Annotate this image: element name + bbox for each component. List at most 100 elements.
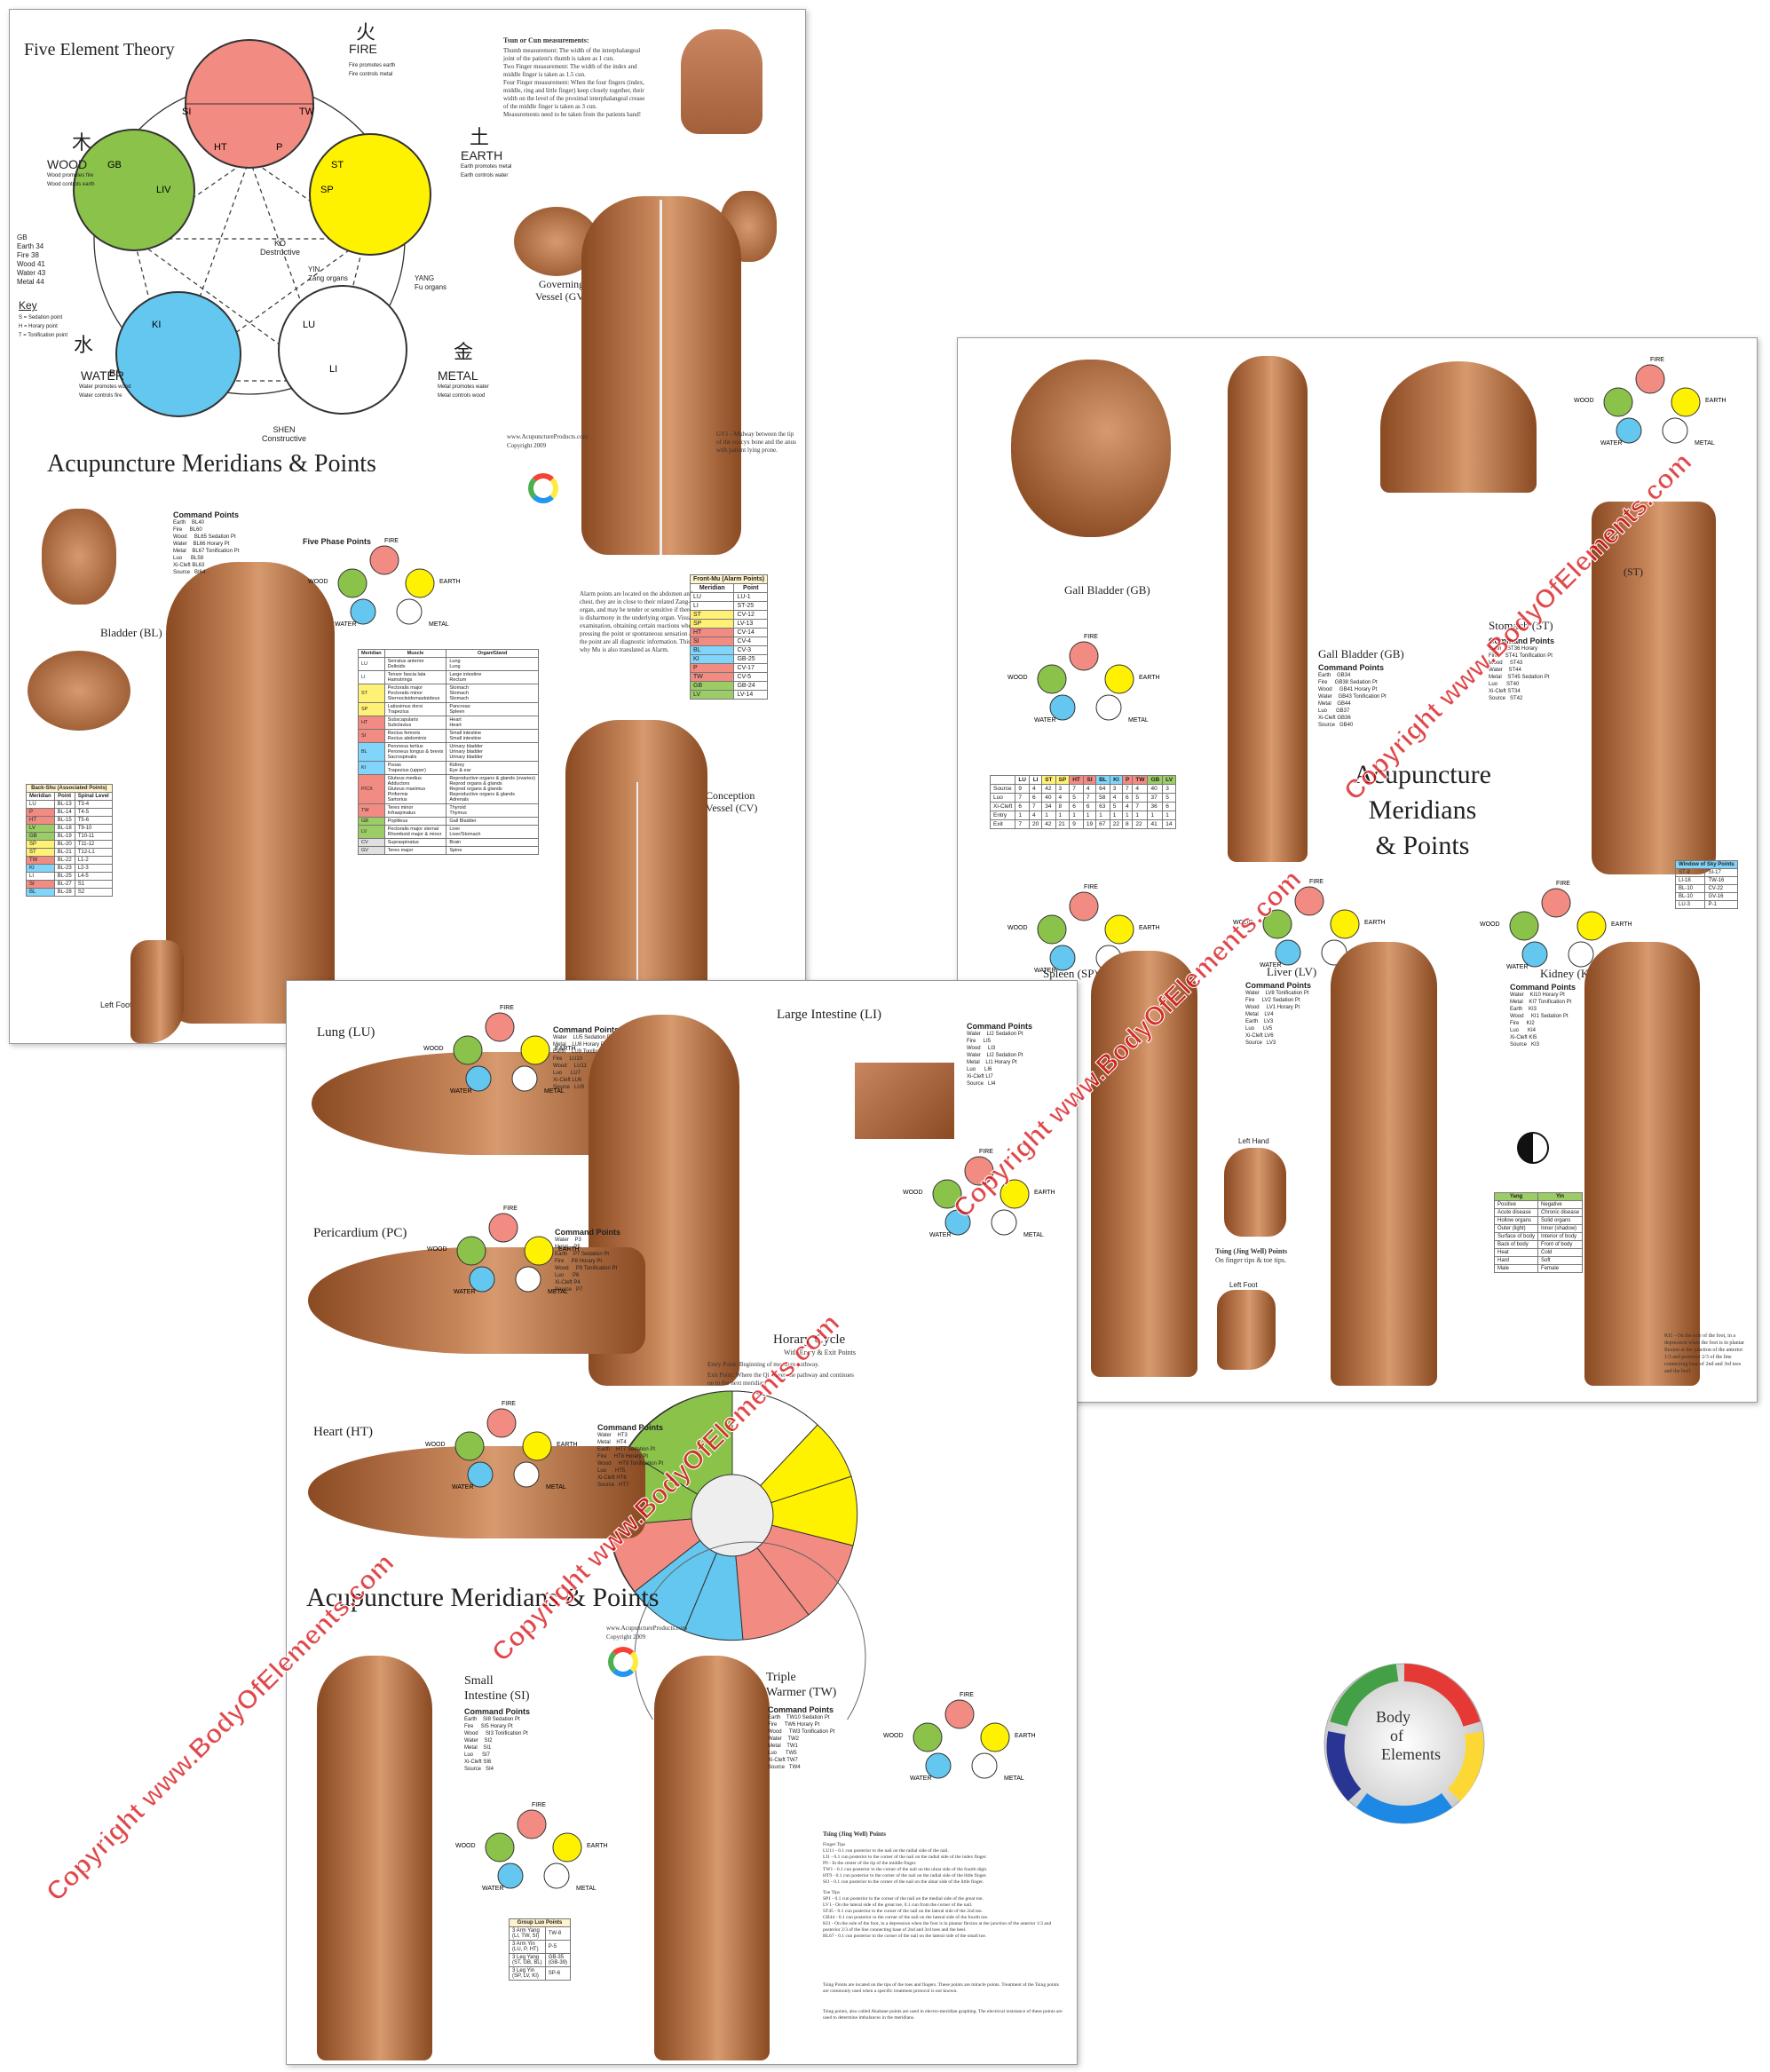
backshu-cell: L2-3 (74, 864, 113, 873)
poster-a-title: Acupuncture Meridians & Points (47, 450, 376, 478)
st-command-title: Command Points (1489, 637, 1555, 645)
five-phase-wood-label: WOOD (423, 1046, 444, 1052)
shen-label: SHEN Constructive (262, 425, 307, 443)
muscle-cell: LV (358, 825, 385, 839)
backshu-cell: SP (26, 840, 55, 849)
logo-text: Body of Elements (1376, 1708, 1441, 1764)
five-phase-fire-label: FIRE (384, 538, 399, 544)
water-circle (115, 291, 241, 417)
p-label: P (276, 142, 282, 153)
earth-name: EARTH (461, 148, 503, 162)
special-header-cell: SI (1082, 775, 1097, 785)
water-char: 水 (74, 334, 94, 356)
special-cell: 14 (1162, 819, 1177, 829)
special-cell: 21 (1055, 819, 1071, 829)
special-cell: 4 (1028, 811, 1043, 820)
five-phase-earth-label: EARTH (1364, 920, 1386, 926)
muscle-cell: ST (358, 684, 385, 703)
key-title: Key (19, 299, 37, 312)
special-cell: 20 (1028, 819, 1043, 829)
front-mu-cell: ST (689, 610, 735, 620)
backshu-cell: BL-22 (53, 856, 75, 865)
muscle-cell: Serratus anterior Deltoids (383, 657, 447, 671)
metal-name: METAL (438, 368, 478, 383)
special-cell: 1 (1132, 811, 1149, 820)
body-of-elements-logo: Body of Elements (1323, 1662, 1486, 1825)
alarm-note: Alarm points are located on the abdomen … (580, 590, 697, 653)
muscle-cell: GV (358, 846, 385, 855)
special-cell: 58 (1095, 793, 1110, 803)
small-logo-b (608, 1647, 638, 1677)
backshu-cell: T5-6 (74, 816, 113, 825)
window-sky-cell: BL-10 (1674, 884, 1706, 893)
metal-char: 金 (454, 341, 474, 363)
five-phase-fire-label: FIRE (1084, 884, 1098, 890)
special-header-cell: LI (1028, 775, 1043, 785)
pc-command-points: Water P3 Metal P5 Earth P7 Sedation Pt F… (555, 1238, 618, 1293)
yin-yang-cell: Female (1537, 1264, 1584, 1273)
muscle-cell: Rectus femoris Rectus abdominis (383, 729, 447, 743)
muscle-cell: Stomach Stomach Stomach (446, 684, 539, 703)
front-mu-cell: KI (689, 654, 735, 664)
poster-five-element: Five Element Theory SI TW HT P SP ST GB … (9, 9, 806, 1044)
special-cell: 7 (1028, 802, 1043, 811)
lung-label: Lung (LU) (317, 1025, 375, 1040)
left-hand-label: Left Hand (1238, 1137, 1269, 1145)
group-luo-cell: 3 Arm Yin (LU, P, HT) (509, 1940, 546, 1954)
special-header-cell (989, 775, 1016, 785)
muscle-cell: Pectoralis major sternal Rhomboid major … (383, 825, 447, 839)
five-phase-wood-label: WOOD (903, 1190, 923, 1196)
five-phase-metal-label: METAL (429, 621, 449, 628)
pc-arm-image (308, 1247, 645, 1354)
gb-side-figure (1228, 356, 1308, 862)
logo-ring-icon (1324, 1663, 1485, 1824)
five-phase-wood-label: WOOD (308, 579, 328, 585)
group-luo-cell: 3 Leg Yin (SP, LV, KI) (509, 1966, 546, 1981)
five-phase-earth-label: EARTH (1611, 921, 1632, 928)
group-luo-row: 3 Leg Yin (SP, LV, KI)SP-6 (509, 1966, 572, 1981)
special-cell: 4 (1028, 784, 1043, 794)
special-cell: 3 (1109, 784, 1124, 794)
muscle-cell: HT (358, 716, 385, 730)
backshu-cell: BL-25 (53, 872, 75, 881)
logo-word-elements: Elements (1381, 1745, 1441, 1763)
five-phase-metal-label: METAL (1695, 440, 1715, 447)
five-phase-earth-label: EARTH (558, 1246, 580, 1253)
li-face-image (855, 1063, 954, 1139)
muscle-cell: Kidney Eye & ear (446, 761, 539, 775)
wood-name: WOOD (47, 157, 88, 171)
special-cell: 7 (1082, 793, 1097, 803)
bladder-label: Bladder (BL) (100, 626, 162, 639)
st-label: Stomach (ST) (1489, 619, 1553, 632)
li-label: LI (329, 364, 337, 375)
hand-image (681, 29, 763, 134)
special-cell: 4 (1082, 784, 1097, 794)
yang-label: YANG Fu organs (415, 274, 447, 291)
muscle-cell: Pancreas Spleen (446, 702, 539, 716)
special-cell: 1 (1015, 811, 1030, 820)
five-phase-water-label: WATER (1506, 964, 1529, 970)
li-command-title: Command Points (967, 1022, 1033, 1031)
special-cell: 42 (1041, 784, 1056, 794)
five-phase-earth-label: EARTH (1705, 398, 1727, 404)
window-sky-cell: TW-16 (1704, 876, 1738, 885)
muscle-cell: LU (358, 657, 385, 671)
five-phase-fire-label: FIRE (1309, 879, 1324, 885)
bl-command-title: Command Points (173, 510, 240, 519)
muscle-cell: Tensor fascia lata Hamstrings (383, 670, 447, 684)
group-luo-cell: SP-6 (544, 1966, 572, 1981)
five-phase-metal-label: METAL (548, 1289, 568, 1295)
front-mu-cell: P (689, 663, 735, 673)
yin-yang-cell: Soft (1537, 1256, 1584, 1265)
